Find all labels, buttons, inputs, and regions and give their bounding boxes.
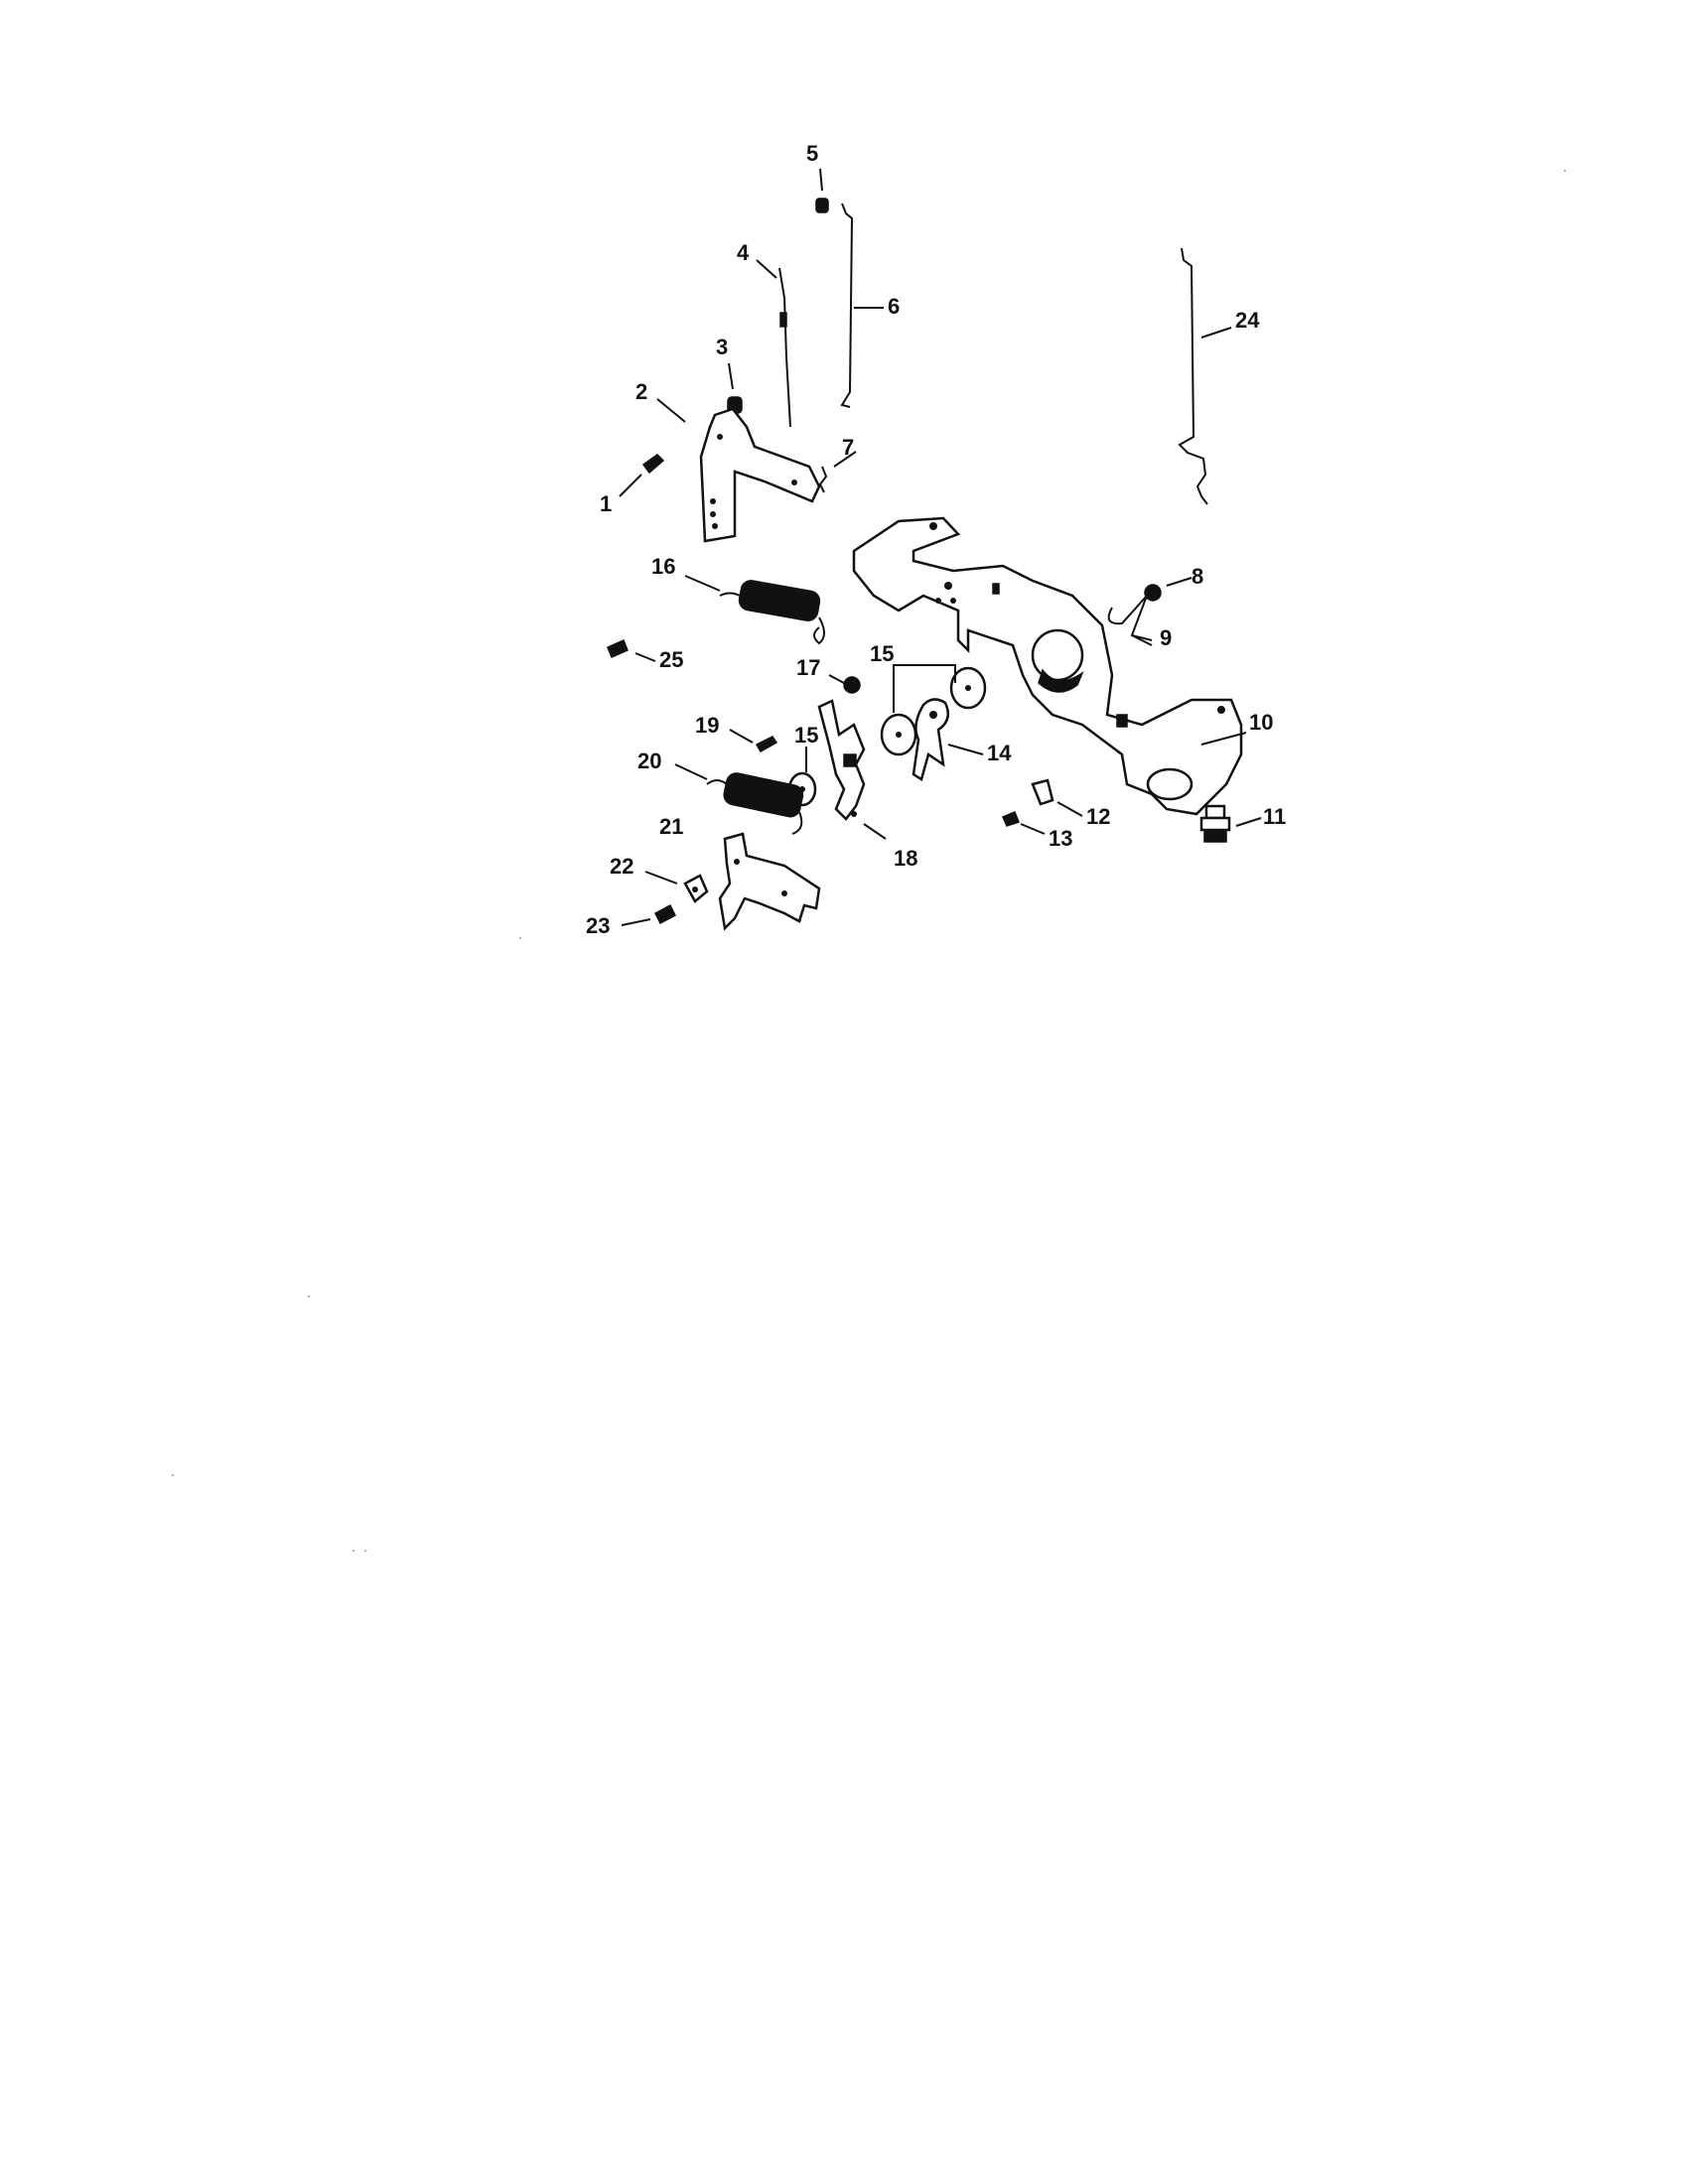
callout-11: 11 [1263, 804, 1286, 829]
callout-12: 12 [1086, 804, 1110, 829]
part-20-spring [674, 763, 804, 835]
part-6-governor-rod [840, 203, 884, 408]
part-7-clip [818, 451, 857, 493]
callout-15a: 15 [870, 641, 894, 666]
part-17-nut [828, 674, 861, 694]
callout-19: 19 [695, 713, 719, 738]
part-16-spring [684, 575, 825, 645]
part-18-linkage-lever [817, 699, 887, 840]
callout-6: 6 [888, 294, 900, 319]
part-13-screw [1002, 811, 1046, 835]
part-15-washers [787, 664, 987, 807]
callout-25: 25 [659, 647, 683, 672]
part-19-screw [729, 729, 778, 753]
part-25-screw [607, 639, 656, 662]
callout-23: 23 [586, 913, 610, 938]
part-10-control-bracket [852, 516, 1247, 816]
callout-10: 10 [1249, 710, 1273, 735]
callout-9: 9 [1160, 625, 1172, 650]
part-12-clip [1031, 778, 1083, 817]
callout-1: 1 [600, 491, 612, 516]
scan-specks [172, 170, 1566, 1552]
callout-17: 17 [796, 655, 820, 680]
part-9-torsion-spring [1107, 595, 1153, 646]
part-11-bolt [1199, 804, 1262, 843]
part-24-control-rod [1178, 247, 1232, 505]
callout-24: 24 [1235, 308, 1260, 333]
callout-15b: 15 [794, 723, 818, 748]
callout-2: 2 [635, 379, 647, 404]
callout-5: 5 [806, 141, 818, 166]
part-14-lever [912, 698, 984, 781]
callout-16: 16 [651, 554, 675, 579]
callout-8: 8 [1192, 564, 1203, 589]
callout-7: 7 [842, 435, 854, 460]
part-5-nut [815, 168, 829, 213]
callout-14: 14 [987, 741, 1012, 765]
part-4-wire [756, 259, 791, 428]
callout-13: 13 [1049, 826, 1072, 851]
part-23-screw [621, 903, 676, 926]
callout-4: 4 [737, 240, 750, 265]
part-8-nut [1144, 577, 1193, 602]
part-1-screw [619, 454, 665, 497]
callout-22: 22 [610, 854, 633, 879]
part-3-nut [727, 362, 743, 414]
callout-18: 18 [894, 846, 917, 871]
callout-21: 21 [659, 814, 683, 839]
part-22-washer [644, 871, 709, 903]
callout-3: 3 [716, 335, 728, 359]
part-21-plate [718, 832, 821, 931]
part-2-throttle-lever [656, 398, 821, 543]
callout-20: 20 [637, 749, 661, 773]
